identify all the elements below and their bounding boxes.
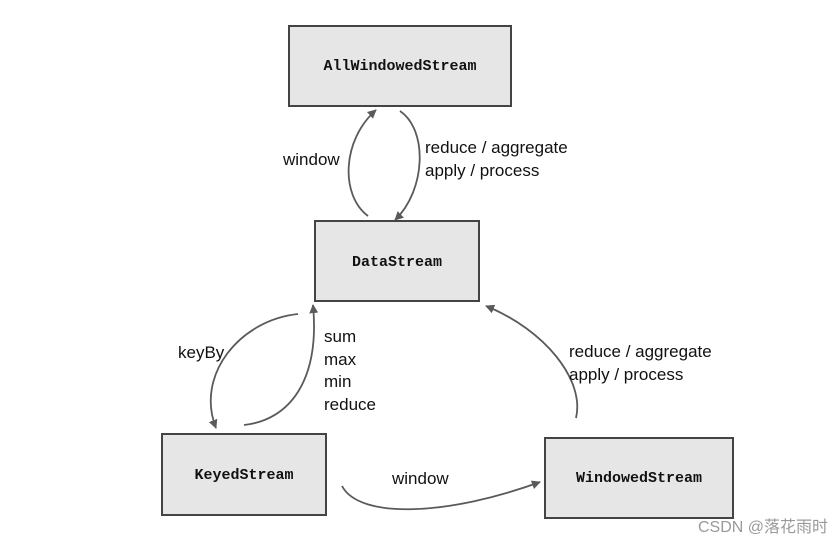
node-datastream: DataStream [314,220,480,302]
label-apply-process-top: apply / process [425,161,540,180]
svg-text:DataStream: DataStream [352,254,442,271]
label-window-bottom: window [392,469,449,488]
label-apply-process-bottom: apply / process [569,365,684,384]
node-allwindowedstream: AllWindowedStream [288,25,512,107]
label-keyby: keyBy [178,343,225,362]
node-keyedstream: KeyedStream [161,433,327,516]
label-reduce-aggregate-bottom: reduce / aggregate [569,342,712,361]
edge-allwindowed-to-datastream [394,110,421,221]
edge-datastream-to-allwindowed [347,109,377,217]
watermark: CSDN @落花雨时 [697,519,828,536]
svg-text:KeyedStream: KeyedStream [194,467,293,484]
edge-datastream-to-keyed [208,313,299,429]
label-window-top: window [283,150,340,169]
node-windowedstream: WindowedStream [544,437,734,519]
edge-keyed-to-windowed [341,480,541,511]
label-agg-min: min [324,372,352,391]
edge-keyed-to-datastream [243,304,319,426]
edge-windowed-to-datastream [485,304,579,419]
label-reduce-aggregate-top: reduce / aggregate [425,138,568,157]
label-agg-reduce: reduce [324,395,376,414]
label-agg-max: max [324,350,357,369]
svg-text:AllWindowedStream: AllWindowedStream [323,58,476,75]
svg-text:WindowedStream: WindowedStream [576,470,702,487]
label-agg-sum: sum [324,327,357,346]
